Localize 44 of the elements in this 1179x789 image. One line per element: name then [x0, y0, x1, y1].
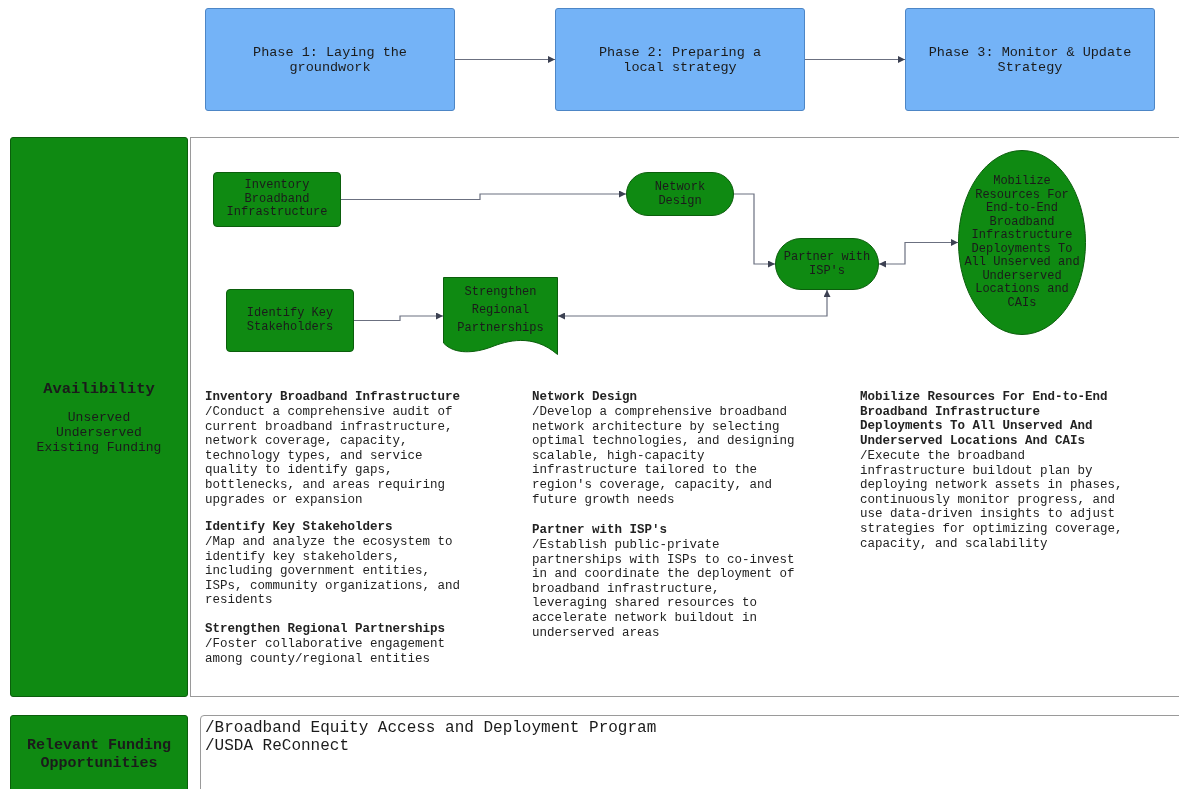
- section-heading: Network Design: [532, 390, 639, 405]
- list-item: /Broadband Equity Access and Deployment Program: [205, 719, 657, 737]
- arrow: [353, 312, 444, 322]
- section-description: /Conduct a comprehensive audit of current broadband infrastructure, network coverage, capacity, technology types, and service quality to identify gaps, bottlenecks, and areas requiring upgrades or expansion: [205, 405, 454, 508]
- category-title: Relevant Funding Opportunities: [26, 737, 172, 773]
- node-label: Strengthen Regional Partnerships: [456, 284, 545, 337]
- arrow: [557, 289, 831, 320]
- phase-box: [555, 8, 805, 111]
- arrow: [454, 56, 556, 63]
- phase-box: [905, 8, 1155, 111]
- section-heading: Inventory Broadband Infrastructure: [205, 390, 462, 405]
- arrow: [878, 239, 959, 268]
- section-heading: Strengthen Regional Partnerships: [205, 622, 447, 637]
- arrow: [733, 193, 776, 268]
- process-pill: [775, 238, 879, 290]
- list-item: /USDA ReConnect: [205, 737, 350, 755]
- node-label: Phase 3: Monitor & Update Strategy: [927, 44, 1133, 75]
- node-label: Identify Key Stakeholders: [245, 307, 335, 334]
- process-box: [226, 289, 354, 352]
- section-heading: Partner with ISP's: [532, 523, 669, 538]
- arrow: [804, 56, 906, 63]
- node-label: Partner with ISP's: [782, 250, 872, 278]
- node-label: Phase 1: Laying the groundwork: [252, 44, 408, 75]
- list-box: [200, 715, 1179, 789]
- process-box: [213, 172, 341, 227]
- section-description: /Establish public-private partnerships with ISPs to co-invest in and coordinate the deployment of broadband infrastructure, leveraging shared resources to accelerate network buildout in underserved areas: [532, 538, 796, 641]
- node-label: Phase 2: Preparing a local strategy: [598, 44, 762, 75]
- node-label: Inventory Broadband Infrastructure: [225, 179, 329, 220]
- phase-box: [205, 8, 455, 111]
- category-title: Availibility: [43, 379, 155, 398]
- node-label: Network Design: [653, 180, 707, 208]
- node-label: Mobilize Resources For End-to-End Broadband Infrastructure Deployments To All Unserved and Underserved Locations and CAIs: [963, 175, 1081, 310]
- process-pill: [626, 172, 734, 216]
- category-panel: [10, 715, 188, 789]
- section-description: /Map and analyze the ecosystem to identify key stakeholders, including government entities, ISPs, community organizations, and residents: [205, 535, 462, 608]
- section-description: /Execute the broadband infrastructure buildout plan by deploying network assets in phases, continuously monitor progress, and use data-driven insights to adjust strategies for optimizing coverage, capacity, and scalability: [860, 449, 1124, 552]
- section-heading: Mobilize Resources For End-to-End Broadband Infrastructure Deployments To All Unserved And Underserved Locations And CAIs: [860, 390, 1109, 449]
- section-description: /Foster collaborative engagement among county/regional entities: [205, 637, 447, 667]
- goal-ellipse: [958, 150, 1086, 335]
- section-heading: Identify Key Stakeholders: [205, 520, 394, 535]
- category-items: Unserved Underserved Existing Funding: [35, 409, 163, 455]
- category-panel: [10, 137, 188, 697]
- section-description: /Develop a comprehensive broadband network architecture by selecting optimal technologies, and designing scalable, high-capacity infrastructure tailored to the region's coverage, capacity, and future growth needs: [532, 405, 796, 508]
- arrow: [340, 190, 627, 201]
